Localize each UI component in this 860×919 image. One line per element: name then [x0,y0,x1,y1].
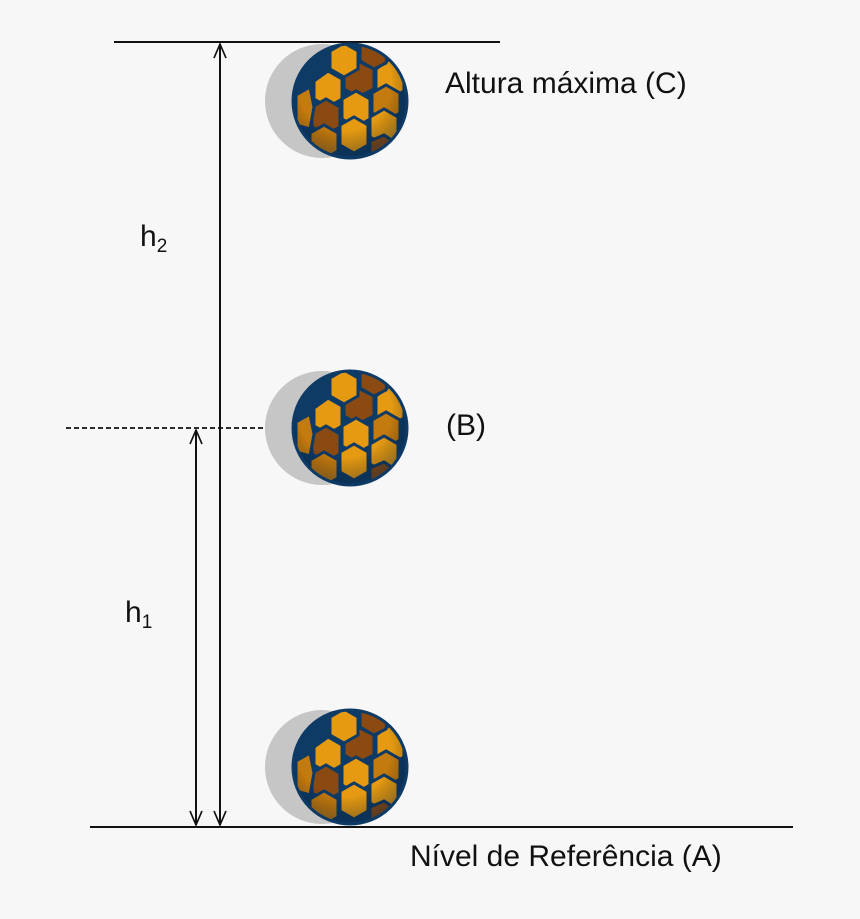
soccer-ball-icon [265,39,407,161]
label-top: Altura máxima (C) [445,67,687,100]
soccer-ball-icon [265,705,407,827]
h1-sub: 1 [141,612,153,633]
h2-label: h2 [140,220,167,258]
h1-base: h [125,596,142,629]
soccer-ball-icon [265,366,407,488]
label-middle: (B) [446,409,486,442]
h1-label: h1 [125,596,152,634]
h2-base: h [140,220,157,253]
h2-sub: 2 [156,236,168,257]
label-bottom: Nível de Referência (A) [410,840,722,873]
